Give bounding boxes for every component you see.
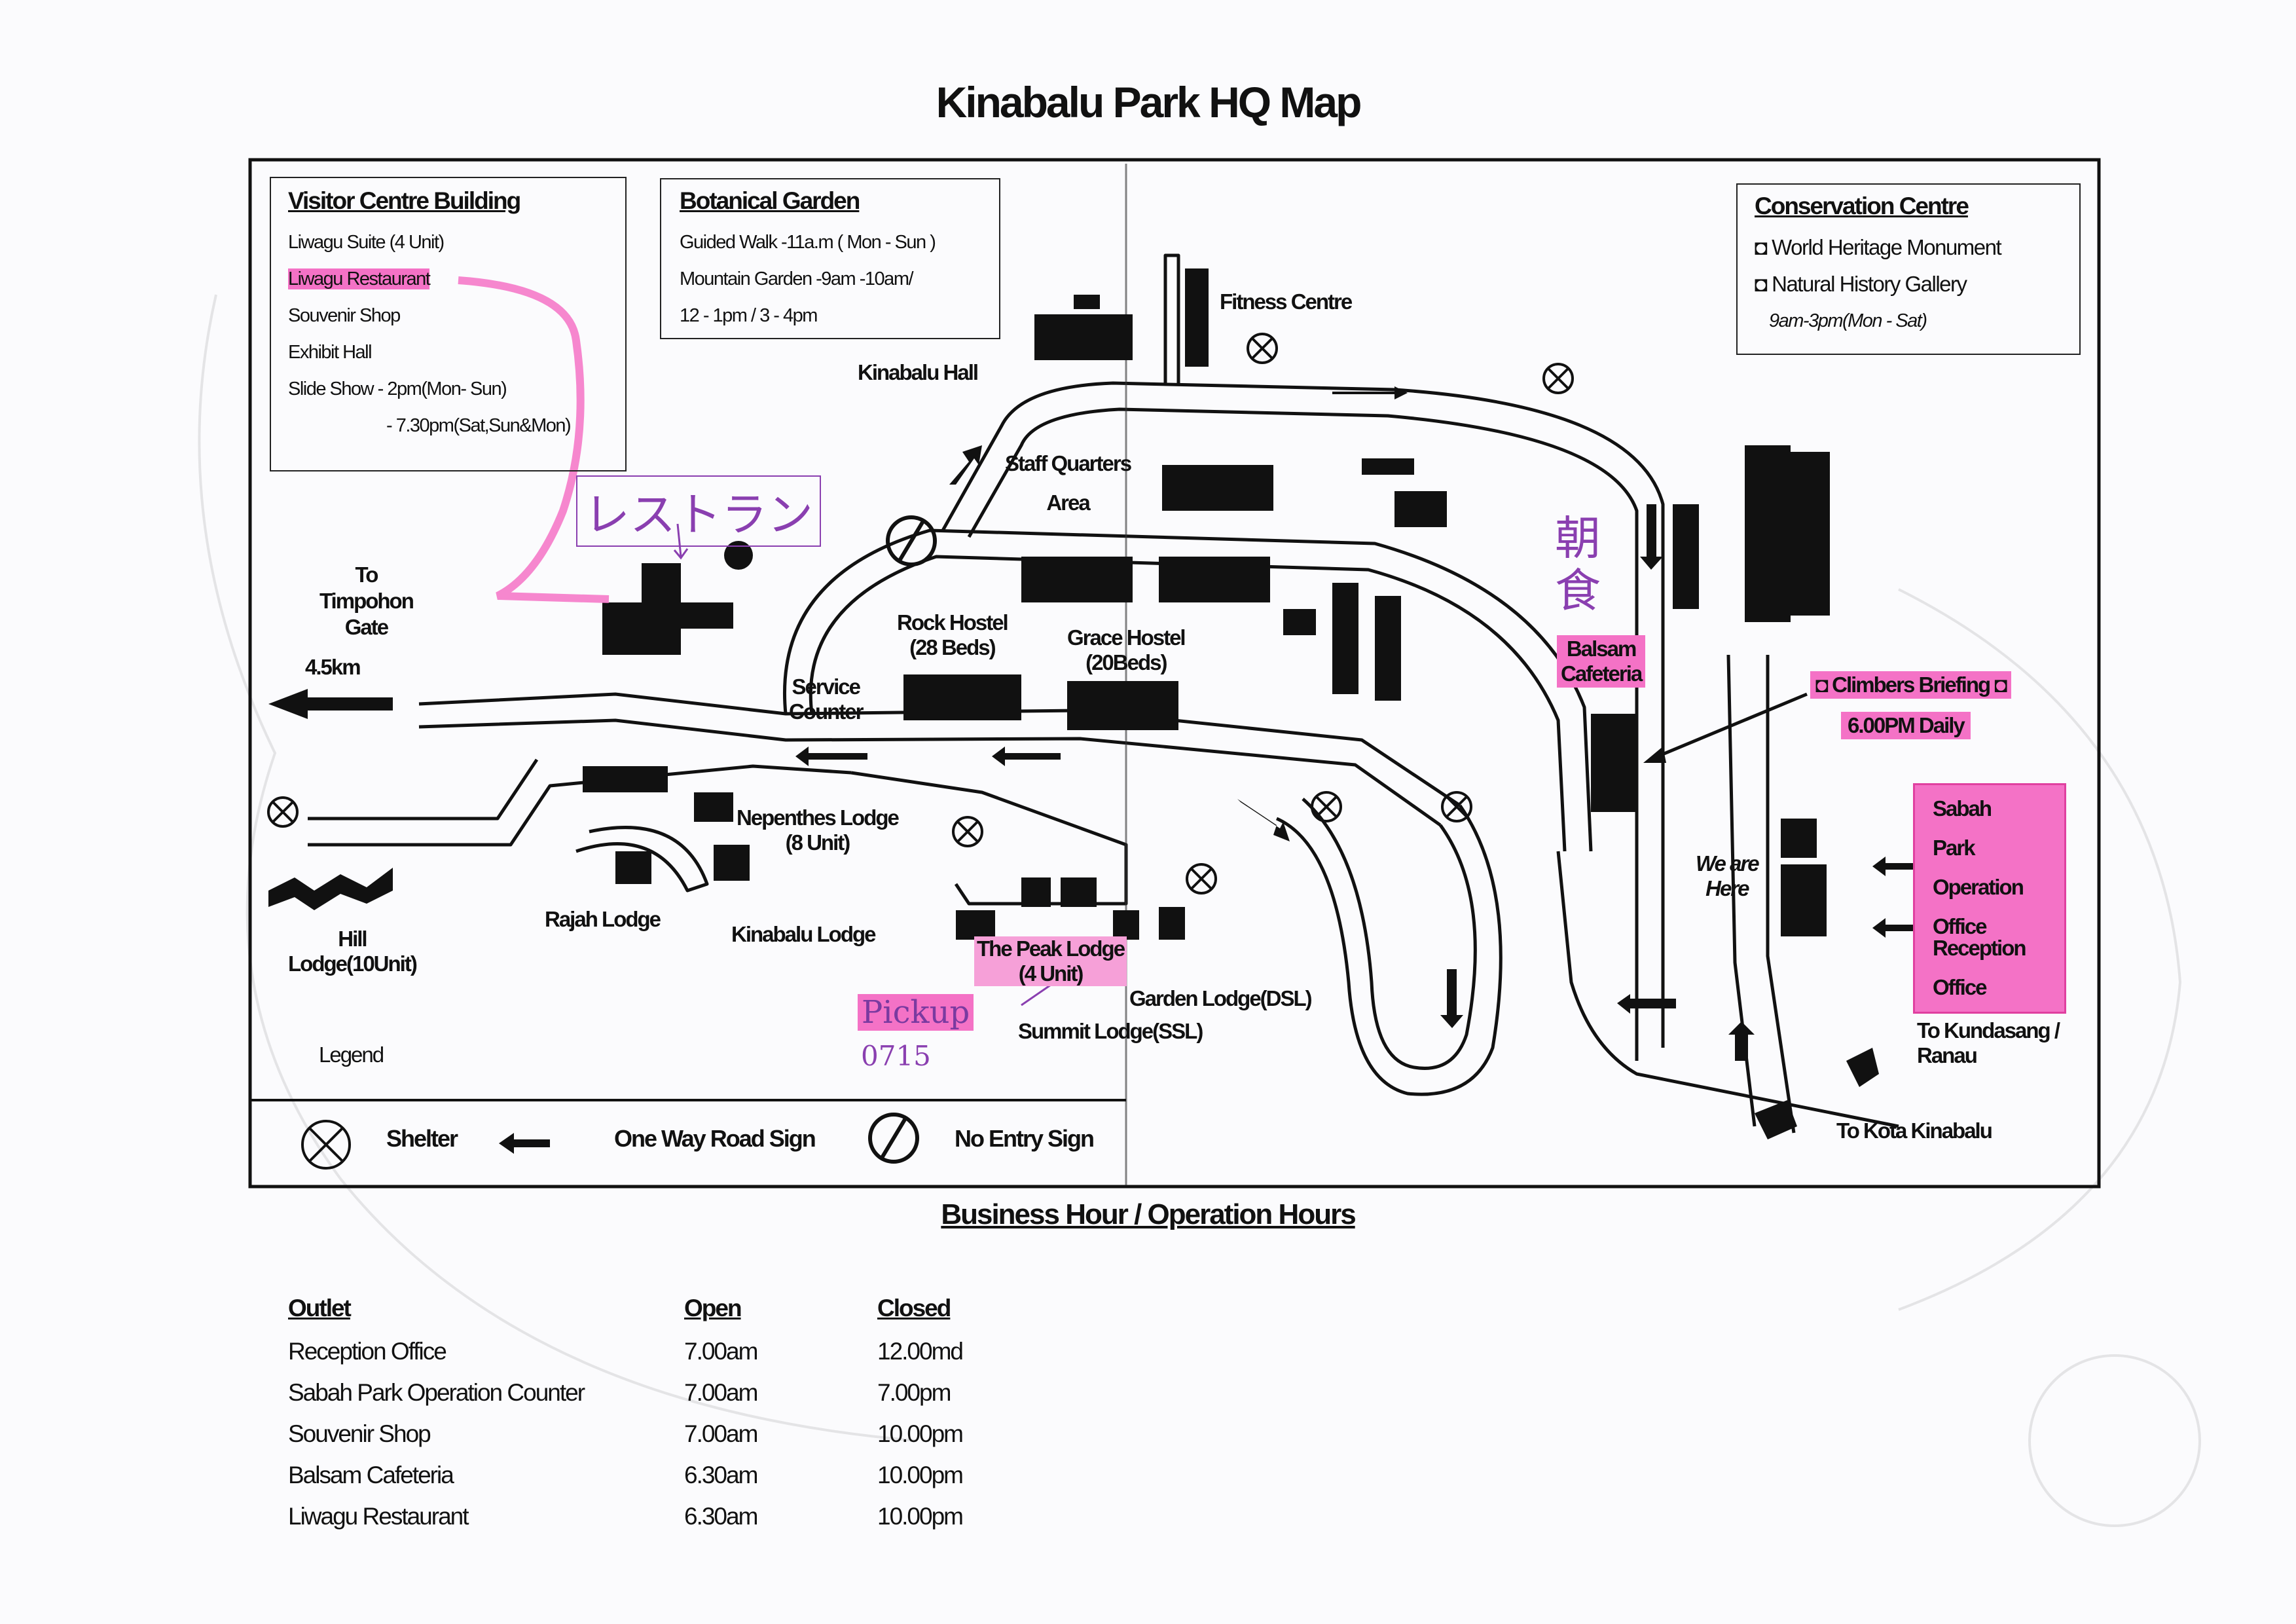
conservation-hours: 9am-3pm(Mon - Sat) — [1769, 310, 1927, 331]
visitor-item: - 7.30pm(Sat,Sun&Mon) — [386, 415, 572, 436]
handwritten-breakfast: 朝食 — [1555, 511, 1601, 618]
label-to-timpohon: To Timpohon Gate — [319, 563, 414, 639]
visitor-item: Liwagu Suite (4 Unit) — [288, 232, 445, 253]
outlet-name: Reception Office — [288, 1337, 447, 1365]
label-kinabalu-hall: Kinabalu Hall — [858, 360, 979, 384]
label-garden-lodge: Garden Lodge(DSL) — [1129, 986, 1313, 1010]
visitor-item: Slide Show - 2pm(Mon- Sun) — [288, 378, 507, 399]
map-title: Kinabalu Park HQ Map — [936, 78, 1362, 126]
header-open: Open — [684, 1295, 742, 1321]
label-we-are-here: We are Here — [1696, 851, 1760, 900]
label-rock-hostel: Rock Hostel (28 Beds) — [897, 610, 1009, 659]
legend-one-way: One Way Road Sign — [614, 1125, 816, 1152]
hours-title: Business Hour / Operation Hours — [941, 1198, 1356, 1230]
table-row: Balsam Cafeteria 6.30am 10.00pm — [288, 1454, 1074, 1496]
map-frame — [248, 158, 2101, 1189]
table-row: Reception Office 7.00am 12.00md — [288, 1331, 1074, 1372]
label-peak-lodge: The Peak Lodge (4 Unit) — [974, 936, 1127, 986]
label-summit-lodge: Summit Lodge(SSL) — [1018, 1019, 1203, 1043]
handwritten-restaurant: レストラン — [576, 475, 821, 547]
table-header-row: Outlet Open Closed — [288, 1290, 1074, 1331]
table-row: Souvenir Shop 7.00am 10.00pm — [288, 1413, 1074, 1454]
conservation-centre-box: Conservation Centre ◘ World Heritage Mon… — [1736, 183, 2081, 355]
open-time: 6.30am — [684, 1461, 758, 1488]
label-rajah-lodge: Rajah Lodge — [545, 907, 661, 931]
table-row: Liwagu Restaurant 6.30am 10.00pm — [288, 1496, 1074, 1537]
header-outlet: Outlet — [288, 1295, 352, 1321]
label-climbers-time: 6.00PM Daily — [1841, 712, 1971, 739]
visitor-centre-box: Visitor Centre Building Liwagu Suite (4 … — [270, 177, 627, 471]
label-hill-lodge: Hill Lodge(10Unit) — [288, 927, 418, 976]
closed-time: 10.00pm — [877, 1461, 964, 1488]
label-climbers-briefing: ◘ Climbers Briefing ◘ — [1810, 671, 2012, 699]
closed-time: 10.00pm — [877, 1502, 964, 1530]
visitor-item: Exhibit Hall — [288, 342, 373, 363]
closed-time: 10.00pm — [877, 1420, 964, 1447]
label-fitness-centre: Fitness Centre — [1220, 289, 1353, 314]
open-time: 7.00am — [684, 1420, 758, 1447]
label-timpohon-distance: 4.5km — [305, 655, 361, 679]
label-sabah-park-office: Sabah Park Operation Office — [1933, 796, 2024, 938]
conservation-item: Natural History Gallery — [1772, 272, 1967, 296]
label-service-counter: Service Counter — [789, 674, 864, 724]
legend-shelter: Shelter — [386, 1125, 458, 1152]
garden-item: Mountain Garden -9am -10am/ — [680, 268, 914, 289]
botanical-garden-box: Botanical Garden Guided Walk -11a.m ( Mo… — [660, 178, 1000, 339]
table-row: Sabah Park Operation Counter 7.00am 7.00… — [288, 1372, 1074, 1413]
botanical-garden-heading: Botanical Garden — [680, 187, 860, 214]
handwritten-pickup: Pickup — [858, 994, 974, 1031]
conservation-centre-heading: Conservation Centre — [1755, 193, 1969, 219]
closed-time: 12.00md — [877, 1337, 964, 1365]
label-legend: Legend — [319, 1043, 384, 1067]
legend-no-entry: No Entry Sign — [955, 1125, 1095, 1152]
garden-item: Guided Walk -11a.m ( Mon - Sun ) — [680, 232, 936, 253]
label-to-kundasang: To Kundasang / Ranau — [1917, 1018, 2060, 1067]
conservation-item: World Heritage Monument — [1772, 235, 2002, 259]
garden-item: 12 - 1pm / 3 - 4pm — [680, 305, 818, 326]
label-kinabalu-lodge: Kinabalu Lodge — [731, 922, 876, 946]
open-time: 7.00am — [684, 1378, 758, 1406]
handwritten-pickup-time: 0715 — [861, 1040, 931, 1072]
closed-time: 7.00pm — [877, 1378, 951, 1406]
outlet-name: Balsam Cafeteria — [288, 1461, 454, 1488]
label-to-kota-kinabalu: To Kota Kinabalu — [1836, 1118, 1993, 1143]
open-time: 7.00am — [684, 1337, 758, 1365]
label-balsam-cafeteria: Balsam Cafeteria — [1557, 635, 1646, 688]
label-grace-hostel: Grace Hostel (20Beds) — [1067, 625, 1186, 674]
hours-table: Outlet Open Closed Reception Office 7.00… — [288, 1290, 1074, 1537]
visitor-item: Souvenir Shop — [288, 305, 401, 326]
visitor-item: Liwagu Restaurant — [288, 268, 431, 289]
header-closed: Closed — [877, 1295, 951, 1321]
outlet-name: Liwagu Restaurant — [288, 1502, 469, 1530]
visitor-centre-heading: Visitor Centre Building — [288, 187, 521, 214]
label-reception-office: Reception Office — [1933, 936, 2027, 999]
office-highlight — [1913, 783, 2066, 1014]
outlet-name: Souvenir Shop — [288, 1420, 431, 1447]
label-nepenthes-lodge: Nepenthes Lodge (8 Unit) — [737, 805, 900, 855]
open-time: 6.30am — [684, 1502, 758, 1530]
outlet-name: Sabah Park Operation Counter — [288, 1378, 585, 1406]
label-staff-quarters: Staff Quarters Area — [1005, 451, 1132, 515]
